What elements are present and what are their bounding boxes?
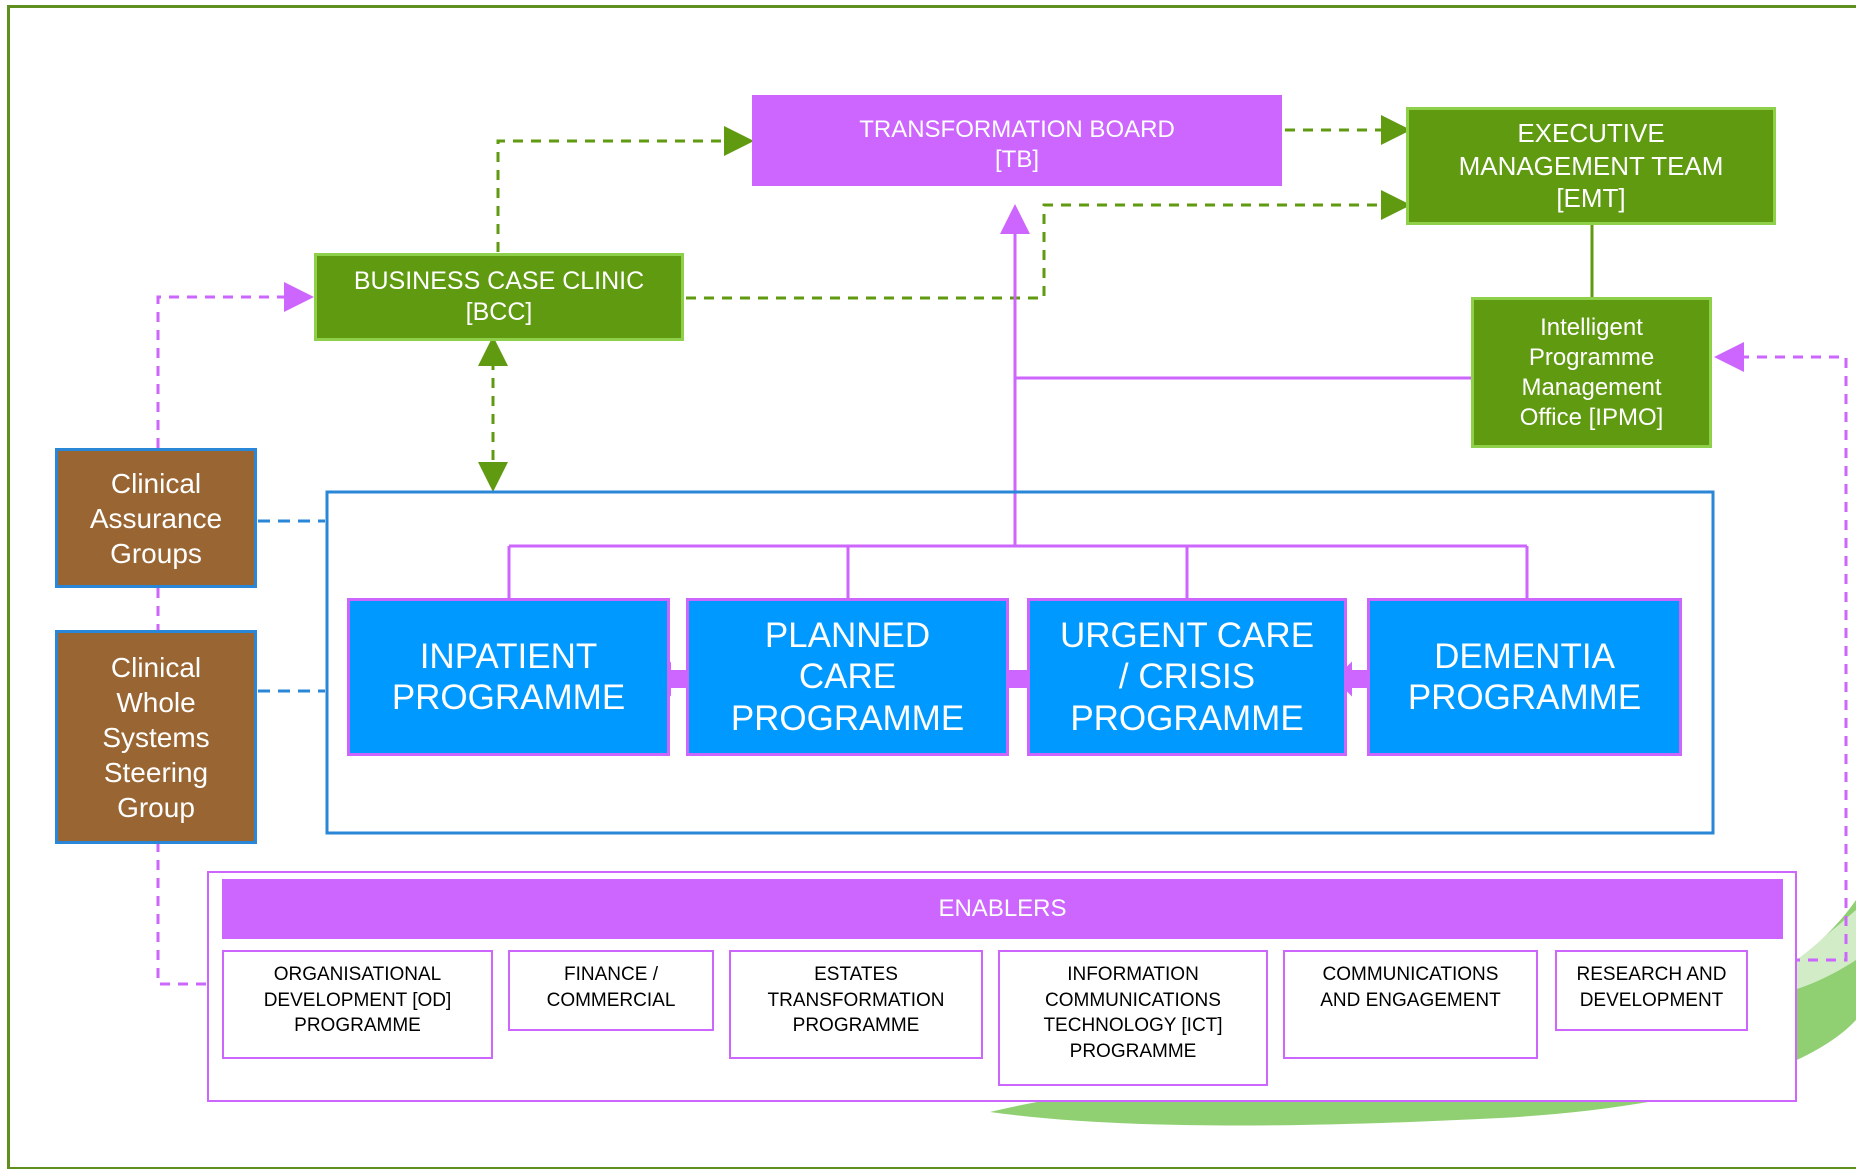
dementia-line-2: PROGRAMME [1407, 678, 1642, 717]
enabler-communications-engagement: COMMUNICATIONS AND ENGAGEMENT [1283, 950, 1538, 1059]
transformation-board-abbr: [TB] [994, 146, 1039, 173]
bcc-abbr: [BCC] [465, 298, 533, 326]
enabler-finance-commercial: FINANCE / COMMERCIAL [508, 950, 714, 1031]
enabler-finance-line-2: COMMERCIAL [546, 989, 676, 1011]
urgent-line-2: / CRISIS [1118, 657, 1256, 697]
clinical-whole-systems-box: Clinical Whole Systems Steering Group [55, 630, 257, 844]
emt-line-1: EXECUTIVE [1517, 118, 1665, 149]
enabler-finance-line-1: FINANCE / [564, 964, 658, 985]
enabler-estates-line-2: TRANSFORMATION [767, 989, 945, 1011]
whole-systems-line-4: Steering [103, 756, 209, 788]
whole-systems-line-2: Whole [116, 686, 196, 718]
urgent-line-3: PROGRAMME [1070, 698, 1304, 738]
enabler-research-line-1: RESEARCH AND [1576, 964, 1727, 985]
whole-systems-line-1: Clinical [110, 651, 202, 683]
programmes-container [325, 490, 1715, 835]
enabler-od-line-3: PROGRAMME [294, 1015, 421, 1037]
enabler-estates-line-3: PROGRAMME [792, 1015, 920, 1037]
bcc-title: BUSINESS CASE CLINIC [353, 266, 645, 295]
urgent-care-crisis-programme-box: URGENT CARE / CRISIS PROGRAMME [1027, 598, 1347, 756]
planned-care-programme-box: PLANNED CARE PROGRAMME [686, 598, 1009, 756]
ipmo-box: Intelligent Programme Management Office … [1471, 297, 1712, 448]
ipmo-line-2: Programme [1528, 343, 1655, 371]
whole-systems-line-5: Group [117, 791, 195, 823]
planned-line-3: PROGRAMME [730, 698, 965, 738]
enabler-od-line-1: ORGANISATIONAL [273, 964, 442, 985]
inpatient-programme-box: INPATIENT PROGRAMME [347, 598, 670, 756]
enabler-comms-line-2: AND ENGAGEMENT [1320, 989, 1501, 1011]
urgent-line-1: URGENT CARE [1059, 616, 1315, 656]
assurance-line-1: Clinical [110, 467, 202, 499]
clinical-assurance-groups-box: Clinical Assurance Groups [55, 448, 257, 588]
assurance-line-2: Assurance [89, 502, 223, 534]
enablers-to-ipmo-connector [1714, 342, 1848, 962]
planned-line-1: PLANNED [764, 616, 931, 656]
enablers-header: ENABLERS [222, 879, 1783, 939]
whole-systems-line-3: Systems [102, 721, 210, 753]
enabler-estates-line-1: ESTATES [814, 964, 898, 985]
planned-line-2: CARE [798, 657, 897, 697]
enabler-estates-transformation: ESTATES TRANSFORMATION PROGRAMME [729, 950, 983, 1059]
dementia-line-1: DEMENTIA [1434, 636, 1615, 676]
enabler-comms-line-1: COMMUNICATIONS [1322, 964, 1499, 985]
inpatient-line-2: PROGRAMME [391, 678, 626, 717]
dementia-programme-box: DEMENTIA PROGRAMME [1367, 598, 1682, 756]
enabler-ict-programme: INFORMATION COMMUNICATIONS TECHNOLOGY [I… [998, 950, 1268, 1086]
inpatient-line-1: INPATIENT [419, 636, 598, 676]
bcc-to-emt-connector [686, 190, 1411, 300]
enabler-ict-line-4: PROGRAMME [1069, 1040, 1197, 1062]
diagram-frame [7, 5, 1856, 1169]
ipmo-line-3: Management [1521, 373, 1662, 401]
ipmo-line-4: Office [IPMO] [1519, 403, 1664, 431]
enabler-od-programme: ORGANISATIONAL DEVELOPMENT [OD] PROGRAMM… [222, 950, 493, 1059]
enabler-ict-line-2: COMMUNICATIONS [1045, 989, 1221, 1011]
green-swoosh-inner [1700, 910, 1856, 1001]
business-case-clinic-box: BUSINESS CASE CLINIC [BCC] [314, 253, 684, 341]
assurance-to-bcc-connector [156, 282, 314, 448]
whole-systems-to-enablers-connector [156, 842, 210, 986]
enabler-research-development: RESEARCH AND DEVELOPMENT [1555, 950, 1748, 1031]
enabler-research-line-2: DEVELOPMENT [1579, 989, 1724, 1011]
assurance-line-3: Groups [110, 537, 202, 569]
bcc-to-tb-connector [496, 126, 754, 252]
executive-management-team-box: EXECUTIVE MANAGEMENT TEAM [EMT] [1406, 107, 1776, 225]
enabler-od-line-2: DEVELOPMENT [OD] [263, 989, 452, 1011]
enabler-ict-line-3: TECHNOLOGY [ICT] [1043, 1015, 1223, 1037]
transformation-board-title: TRANSFORMATION BOARD [859, 116, 1175, 143]
transformation-board-box: TRANSFORMATION BOARD [TB] [752, 95, 1282, 186]
emt-abbr: [EMT] [1556, 183, 1626, 214]
enabler-ict-line-1: INFORMATION [1067, 964, 1199, 985]
ipmo-line-1: Intelligent [1540, 313, 1643, 341]
emt-line-2: MANAGEMENT TEAM [1458, 150, 1724, 181]
enablers-title: ENABLERS [938, 895, 1067, 922]
